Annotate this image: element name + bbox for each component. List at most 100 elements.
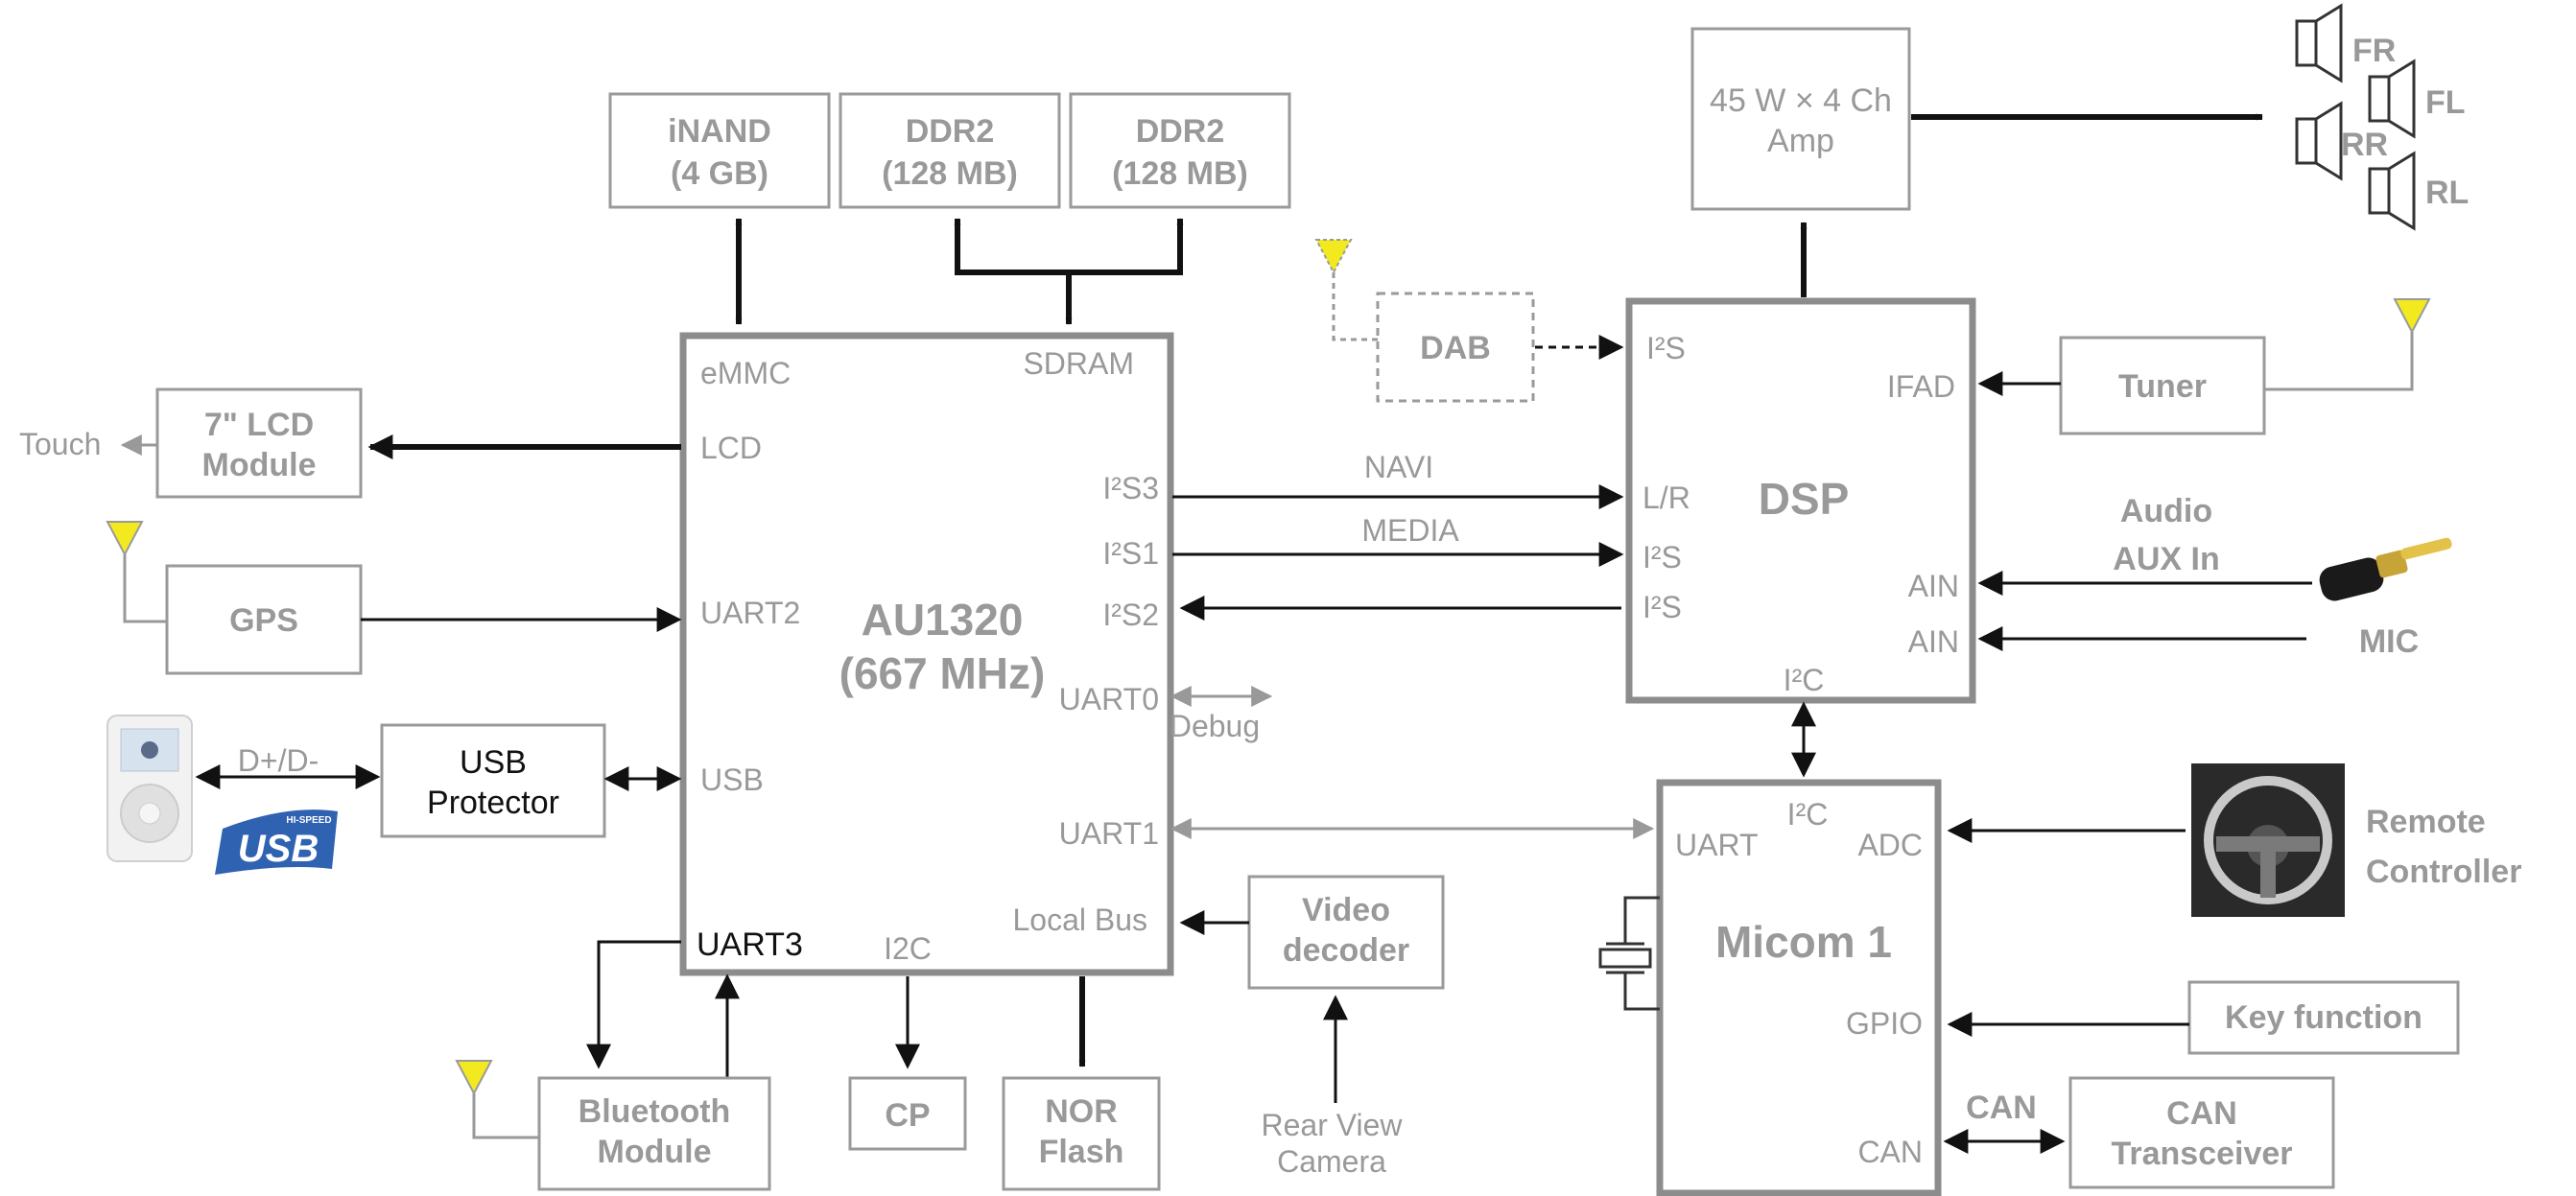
usb-protector-label: USB — [460, 744, 527, 781]
amp-label-2: Amp — [1767, 123, 1834, 159]
ddr2-block-1: DDR2 (128 MB) — [840, 94, 1059, 207]
pin-emmc: eMMC — [700, 356, 791, 390]
pin-uart2: UART2 — [700, 596, 800, 630]
speaker-fl-icon — [2370, 61, 2414, 136]
au1320-frequency: (667 MHz) — [839, 648, 1046, 698]
micom-pin-gpio: GPIO — [1846, 1006, 1923, 1041]
speaker-rr-icon — [2297, 104, 2341, 178]
micom-pin-i2c: I²C — [1787, 797, 1829, 832]
can-bus-label: CAN — [1966, 1090, 2037, 1126]
usb-logo: USB HI-SPEED — [215, 809, 338, 875]
dab-block: DAB — [1378, 293, 1533, 401]
dsp-pin-i2s-low: I²S — [1642, 590, 1682, 624]
audio-label: Audio — [2120, 493, 2212, 529]
nor-label: NOR — [1045, 1093, 1118, 1130]
rear-camera-label: Rear View — [1261, 1108, 1403, 1142]
micom-pin-can: CAN — [1857, 1135, 1923, 1169]
micom-pin-adc: ADC — [1857, 828, 1923, 862]
bluetooth-label: Bluetooth — [579, 1093, 731, 1130]
pin-sdram: SDRAM — [1023, 346, 1134, 381]
dsp-pin-lr: L/R — [1642, 481, 1690, 515]
speaker-fr-icon — [2297, 6, 2341, 81]
au1320-title: AU1320 — [862, 595, 1024, 645]
ddr2-label-1: DDR2 — [906, 113, 995, 150]
bluetooth-antenna — [457, 1061, 539, 1137]
nor-label-2: Flash — [1039, 1134, 1124, 1170]
micom-pin-uart: UART — [1675, 828, 1759, 862]
dsp-pin-i2s-mid: I²S — [1642, 540, 1682, 575]
can-transceiver: CAN Transceiver — [2070, 1078, 2333, 1187]
inand-label: iNAND — [668, 113, 771, 150]
usb-logo-text: USB — [238, 828, 319, 870]
usb-protector: USB Protector — [382, 725, 604, 836]
pin-i2s1: I²S1 — [1102, 536, 1159, 571]
audio-jack-icon — [2317, 537, 2453, 604]
pin-usb: USB — [700, 762, 764, 797]
debug-label: Debug — [1170, 709, 1260, 743]
navi-label: NAVI — [1364, 450, 1433, 484]
dsp-pin-ain-1: AIN — [1908, 569, 1959, 603]
lcd-label: 7" LCD — [204, 407, 314, 443]
bluetooth-module: Bluetooth Module — [539, 1078, 769, 1189]
dab-label: DAB — [1420, 330, 1491, 366]
remote-label: Remote — [2366, 804, 2486, 840]
amp-block: 45 W × 4 Ch Amp — [1692, 29, 1909, 209]
speaker-rl-icon — [2370, 153, 2414, 228]
nor-flash: NOR Flash — [1004, 1078, 1159, 1189]
can-transceiver-label: CAN — [2166, 1095, 2237, 1132]
aux-in-label: AUX In — [2113, 541, 2219, 577]
key-function-block: Key function — [2189, 982, 2458, 1053]
ddr2-size-2: (128 MB) — [1112, 155, 1248, 192]
usb-protector-label-2: Protector — [427, 785, 559, 821]
gps-label: GPS — [229, 602, 298, 639]
dsp-block: DSP I²S IFAD L/R I²S I²S AIN AIN I²C — [1629, 301, 1973, 700]
speaker-fr-label: FR — [2352, 33, 2396, 69]
ipod-image — [107, 715, 192, 861]
steering-wheel-image — [2191, 763, 2345, 917]
pin-i2s2: I²S2 — [1102, 598, 1159, 632]
controller-label: Controller — [2366, 854, 2521, 890]
video-label: Video — [1302, 892, 1390, 928]
cp-label: CP — [885, 1097, 930, 1134]
video-decoder: Video decoder — [1249, 877, 1443, 988]
pin-lcd: LCD — [700, 431, 762, 465]
pin-i2s3: I²S3 — [1102, 471, 1159, 505]
bluetooth-label-2: Module — [598, 1134, 712, 1170]
cp-block: CP — [850, 1078, 965, 1149]
lcd-label-2: Module — [202, 447, 317, 483]
inand-block: iNAND (4 GB) — [610, 94, 829, 207]
au1320-processor: AU1320 (667 MHz) eMMC SDRAM LCD I²S3 I²S… — [683, 336, 1170, 973]
lcd-module: 7" LCD Module — [157, 389, 361, 497]
mic-label: MIC — [2359, 623, 2419, 660]
tuner-antenna — [2264, 299, 2429, 389]
tuner-block: Tuner — [2061, 338, 2264, 434]
usb-logo-small-text: HI-SPEED — [286, 815, 331, 826]
key-function-label: Key function — [2225, 999, 2422, 1036]
dsp-pin-i2s-top: I²S — [1646, 331, 1686, 365]
ddr2-label-2: DDR2 — [1136, 113, 1225, 150]
micom-title: Micom 1 — [1715, 917, 1892, 967]
pin-i2c: I2C — [884, 931, 932, 966]
dab-antenna — [1316, 240, 1378, 340]
ddr2-size-1: (128 MB) — [882, 155, 1018, 192]
tuner-label: Tuner — [2118, 368, 2207, 405]
ddr2-bus — [957, 219, 1180, 272]
speaker-rr-label: RR — [2341, 127, 2388, 163]
micom-block: Micom 1 UART I²C ADC GPIO CAN — [1660, 783, 1938, 1193]
speaker-fl-label: FL — [2425, 84, 2466, 121]
dsp-pin-i2c: I²C — [1784, 663, 1825, 697]
gps-antenna — [107, 522, 167, 621]
crystal-icon — [1600, 898, 1660, 1009]
speaker-rl-label: RL — [2425, 175, 2469, 211]
pin-local-bus: Local Bus — [1012, 903, 1147, 937]
video-label-2: decoder — [1283, 932, 1409, 969]
inand-size: (4 GB) — [671, 155, 768, 192]
dsp-title: DSP — [1759, 474, 1850, 524]
d-plus-minus-label: D+/D- — [238, 743, 319, 778]
media-label: MEDIA — [1361, 513, 1459, 548]
dsp-pin-ifad: IFAD — [1887, 369, 1955, 404]
pin-uart1: UART1 — [1059, 816, 1159, 851]
uart3-to-bluetooth — [599, 942, 681, 1067]
pin-uart3: UART3 — [697, 926, 803, 963]
